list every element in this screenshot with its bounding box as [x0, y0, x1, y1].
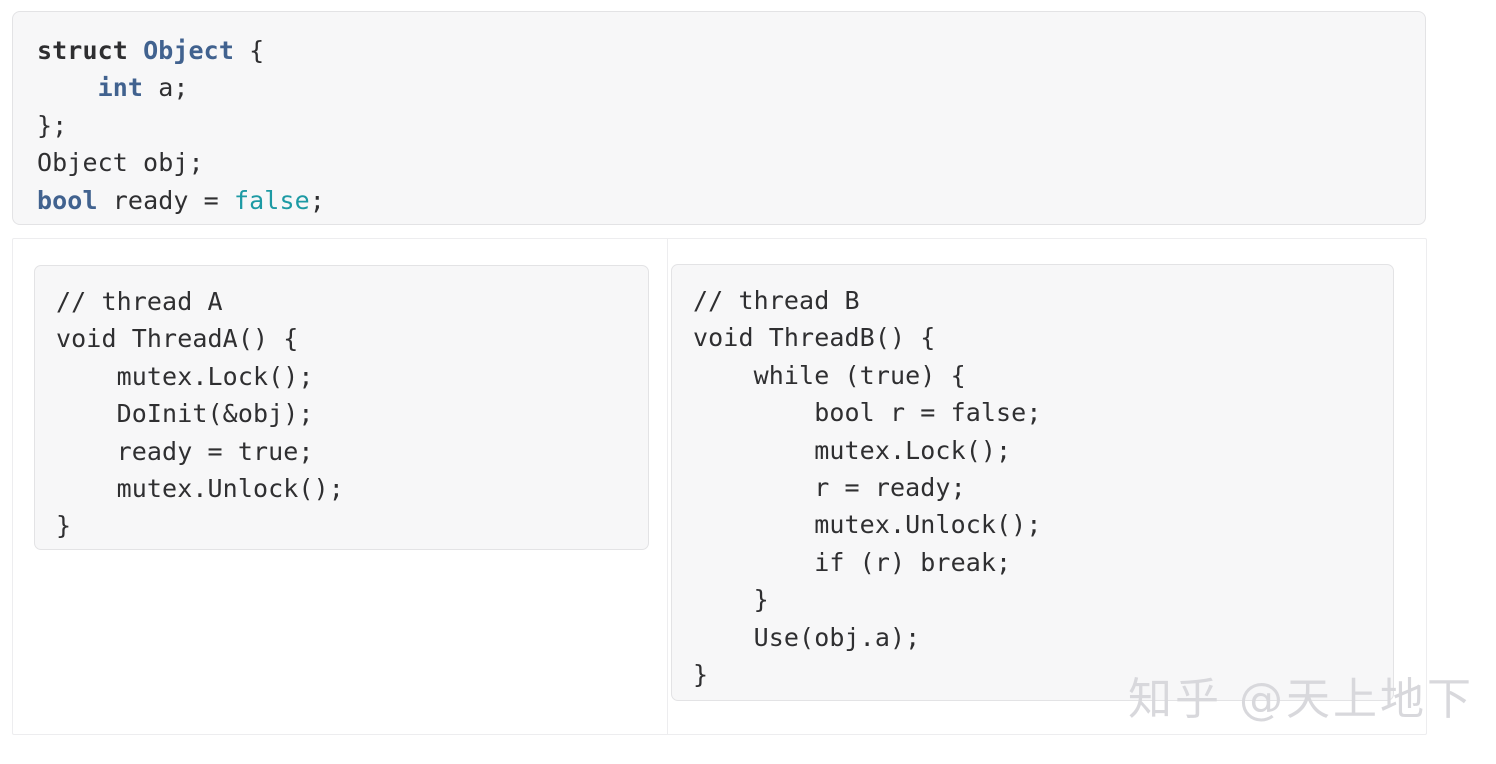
code-text-thread-b: // thread B void ThreadB() { while (true…	[693, 286, 1042, 690]
code-token: struct	[37, 36, 144, 65]
code-token: Object obj;	[37, 148, 204, 178]
code-token: Object	[143, 36, 234, 65]
code-block-global-declarations: struct Object { int a; }; Object obj; bo…	[12, 11, 1426, 225]
code-token: int	[97, 73, 144, 103]
code-token: bool	[37, 185, 98, 215]
code-token: ready =	[97, 185, 234, 215]
code-token: };	[37, 110, 68, 140]
table-cell-thread-b: // thread B void ThreadB() { while (true…	[668, 239, 1426, 734]
code-block-thread-a: // thread A void ThreadA() { mutex.Lock(…	[34, 265, 649, 550]
code-token: ;	[309, 185, 325, 215]
code-text-thread-a: // thread A void ThreadA() { mutex.Lock(…	[56, 287, 344, 541]
code-token: a;	[143, 73, 189, 103]
code-token: {	[233, 36, 265, 65]
table-cell-thread-a: // thread A void ThreadA() { mutex.Lock(…	[13, 239, 668, 734]
code-token	[37, 73, 98, 102]
code-token: false	[233, 185, 310, 215]
thread-comparison-table: // thread A void ThreadA() { mutex.Lock(…	[12, 238, 1427, 735]
code-text-global-declarations: struct Object { int a; }; Object obj; bo…	[13, 12, 1425, 219]
code-block-thread-b: // thread B void ThreadB() { while (true…	[671, 264, 1394, 701]
